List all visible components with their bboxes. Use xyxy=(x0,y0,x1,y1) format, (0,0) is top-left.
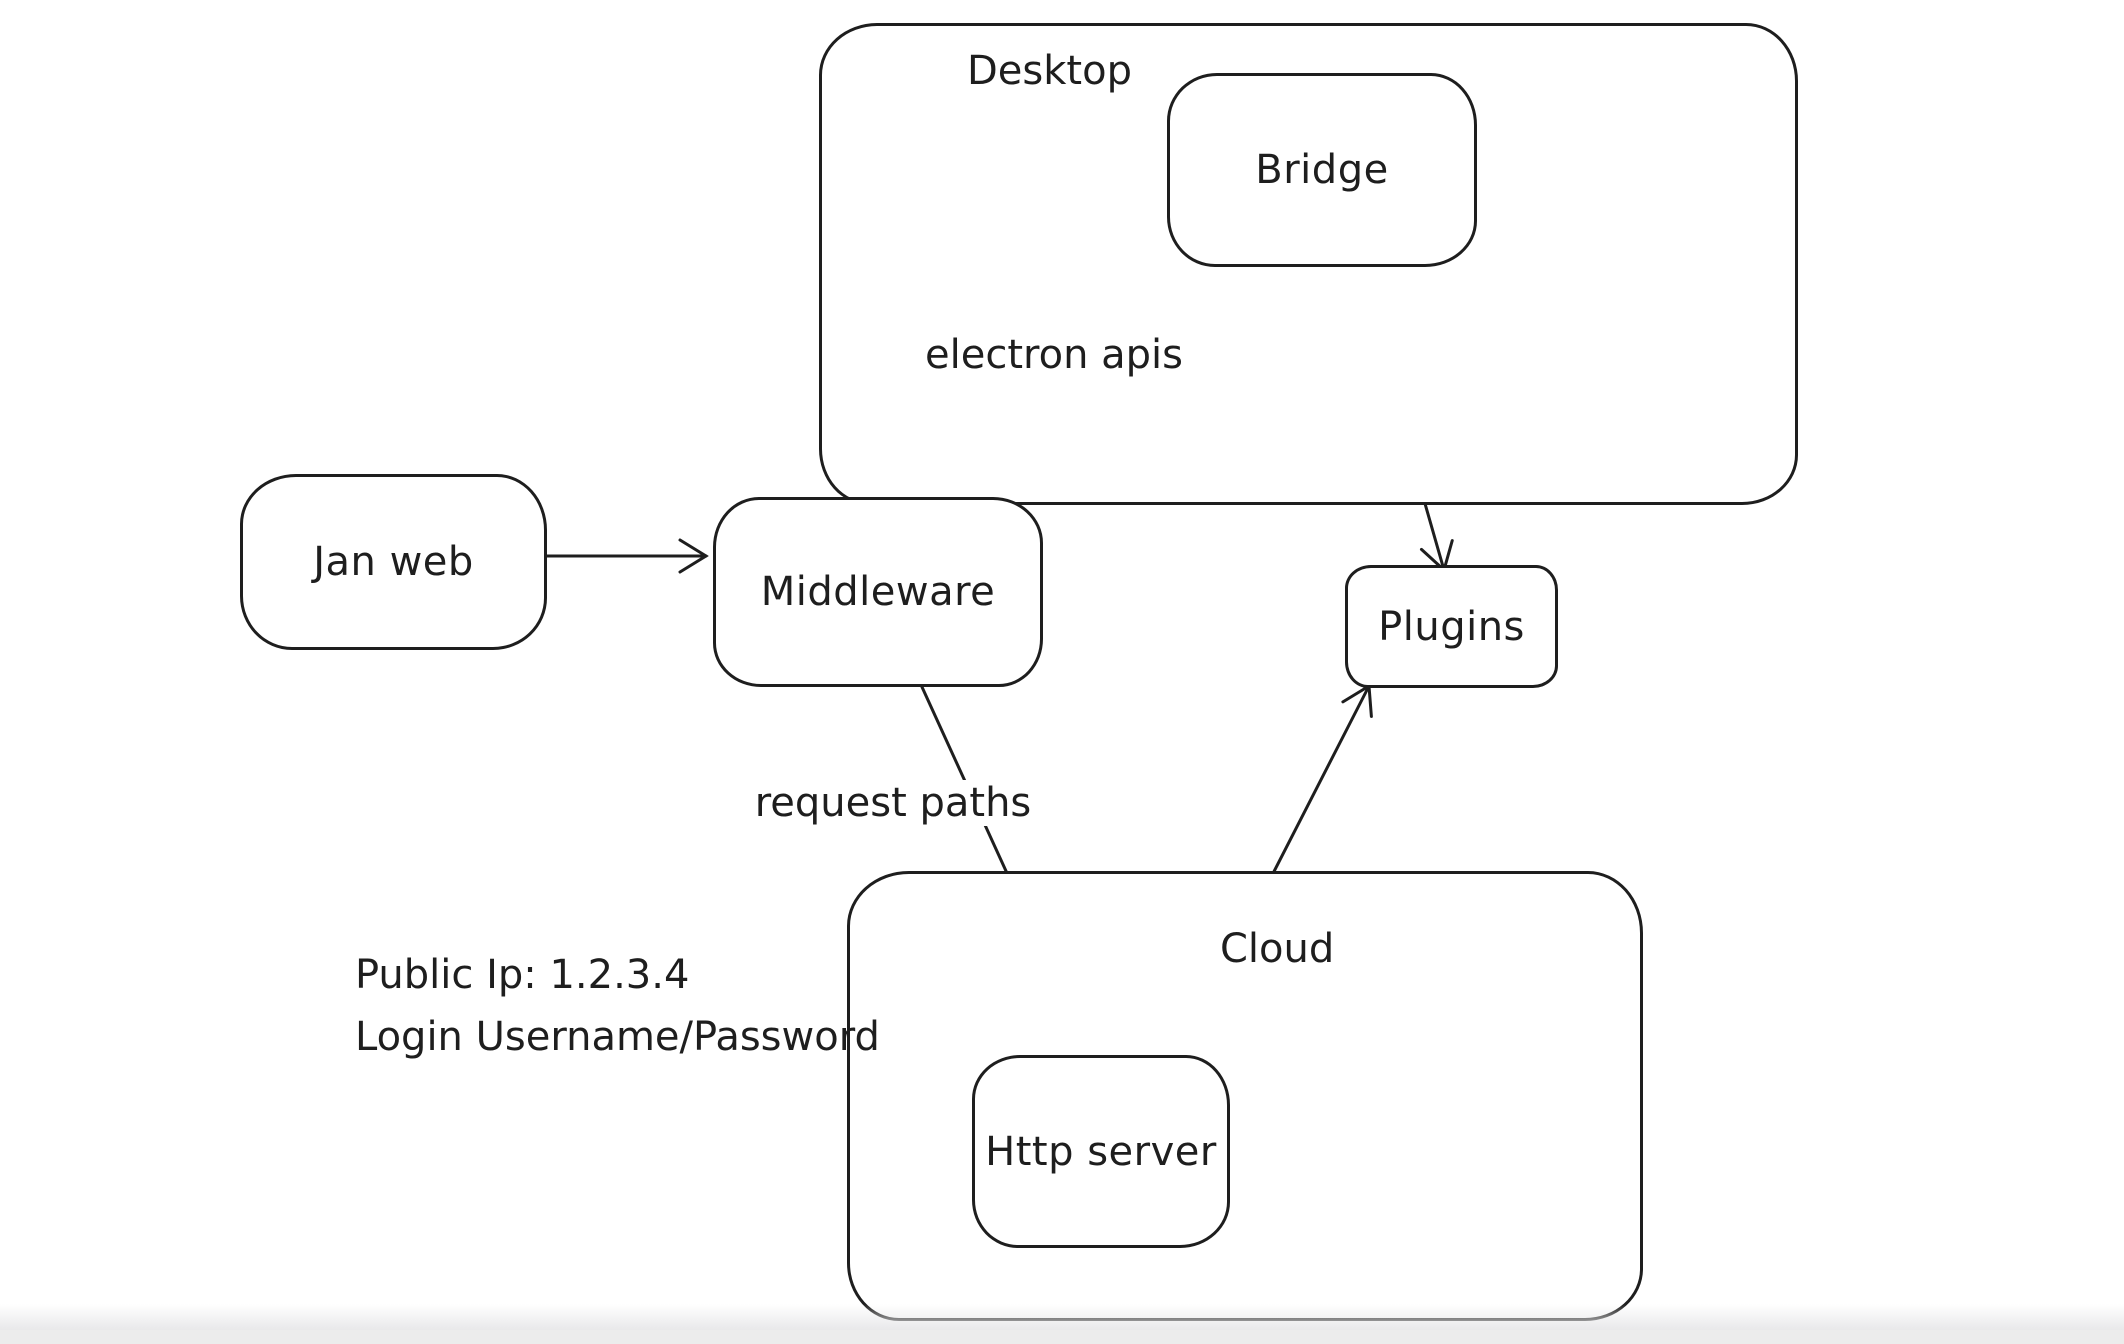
plugins-node-label: Plugins xyxy=(1378,603,1525,650)
request-paths-edge-label: request paths xyxy=(744,780,1042,826)
cloud-container-label: Cloud xyxy=(1214,926,1341,972)
page-bottom-strip xyxy=(0,1304,2124,1344)
credentials-note-line-1: Public Ip: 1.2.3.4 xyxy=(355,952,690,998)
middleware-node-label: Middleware xyxy=(760,569,996,615)
desktop-container-label: Desktop xyxy=(967,48,1132,94)
bridge-node-label: Bridge xyxy=(1255,147,1389,193)
jan-web-node[interactable]: Jan web xyxy=(240,474,547,650)
electron-apis-edge-label: electron apis xyxy=(915,332,1193,378)
plugins-node[interactable]: Plugins xyxy=(1345,565,1558,688)
jan-web-node-label: Jan web xyxy=(313,539,474,585)
credentials-note-line-2: Login Username/Password xyxy=(355,1014,880,1060)
bridge-node[interactable]: Bridge xyxy=(1167,73,1477,267)
credentials-note: Public Ip: 1.2.3.4 Login Username/Passwo… xyxy=(355,944,880,1068)
http-server-node-label: Http server xyxy=(985,1128,1217,1175)
middleware-node[interactable]: Middleware xyxy=(713,497,1043,687)
http-server-node[interactable]: Http server xyxy=(972,1055,1230,1248)
